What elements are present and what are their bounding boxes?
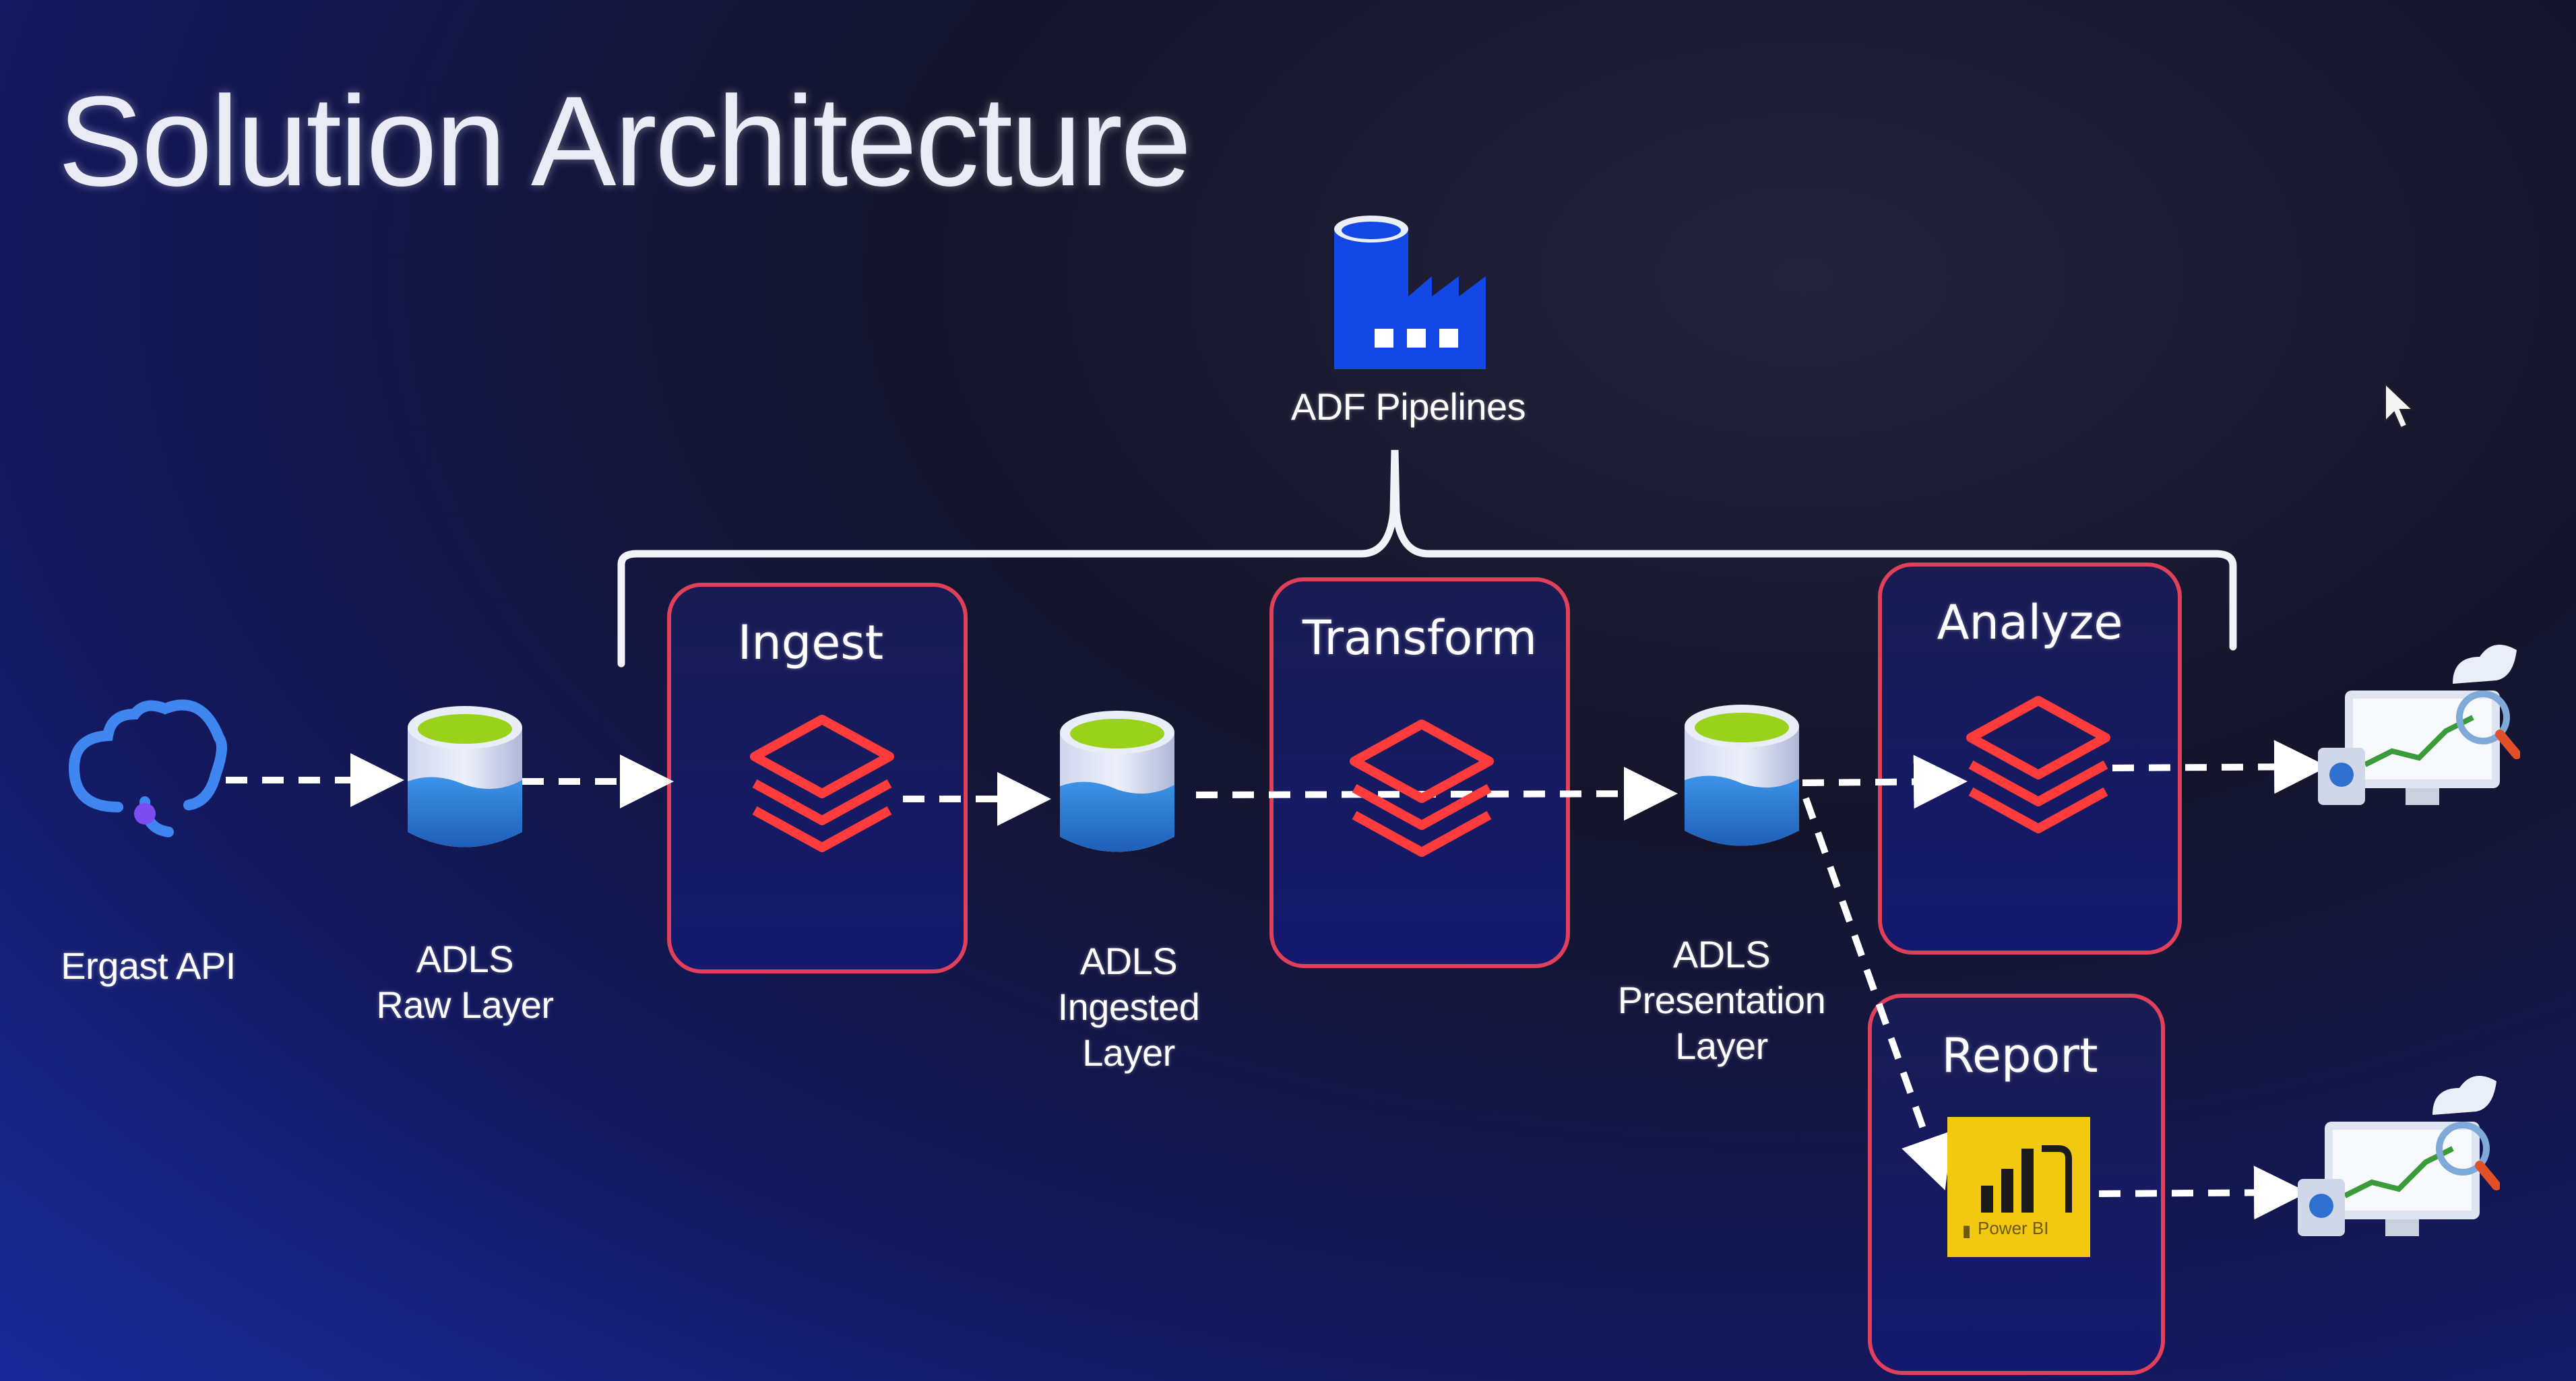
transform-title: Transform (1302, 610, 1538, 666)
mouse-cursor-icon (2385, 382, 2414, 429)
arrow-presentation-to-report (1802, 797, 1953, 1190)
transform-box (1269, 577, 1570, 968)
ingested-layer-line1: ADLS (1079, 940, 1178, 982)
presentation-layer-line3: Layer (1675, 1025, 1768, 1067)
power-bi-icon: ▮ Power BI (1947, 1117, 2090, 1257)
report-title: Report (1941, 1028, 2098, 1083)
analyze-output-dashboard-icon (2318, 645, 2517, 805)
ingest-title: Ingest (737, 615, 884, 670)
arrow-report-to-output (2098, 1165, 2308, 1220)
slide-title: Solution Architecture (58, 70, 1192, 213)
arrow-presentation-to-analyze (1802, 754, 1968, 809)
ingested-layer-lake-icon (1060, 711, 1174, 852)
ingested-layer-label: ADLS Ingested Layer (997, 938, 1260, 1076)
ingested-layer-line2: Ingested (1057, 986, 1200, 1028)
raw-layer-label: ADLS Raw Layer (340, 936, 590, 1028)
ergast-api-label: Ergast API (61, 944, 236, 987)
svg-text:▮: ▮ (1962, 1221, 1971, 1240)
ingested-layer-line3: Layer (1082, 1031, 1175, 1074)
raw-layer-line1: ADLS (416, 938, 514, 980)
data-factory-icon (1334, 216, 1486, 369)
adf-orchestration-bracket (617, 449, 2237, 668)
analyze-title: Analyze (1937, 595, 2123, 650)
presentation-layer-line1: ADLS (1672, 933, 1771, 975)
adf-pipelines-label: ADF Pipelines (1290, 385, 1526, 428)
raw-layer-line2: Raw Layer (376, 984, 554, 1026)
presentation-layer-lake-icon (1685, 705, 1799, 846)
presentation-layer-line2: Presentation (1617, 979, 1826, 1021)
raw-layer-lake-icon (408, 706, 522, 847)
cloud-api-icon (68, 699, 227, 837)
analyze-box (1878, 563, 2182, 955)
report-output-dashboard-icon (2298, 1076, 2496, 1236)
power-bi-badge: Power BI (1978, 1218, 2049, 1238)
presentation-layer-label: ADLS Presentation Layer (1597, 932, 1846, 1069)
